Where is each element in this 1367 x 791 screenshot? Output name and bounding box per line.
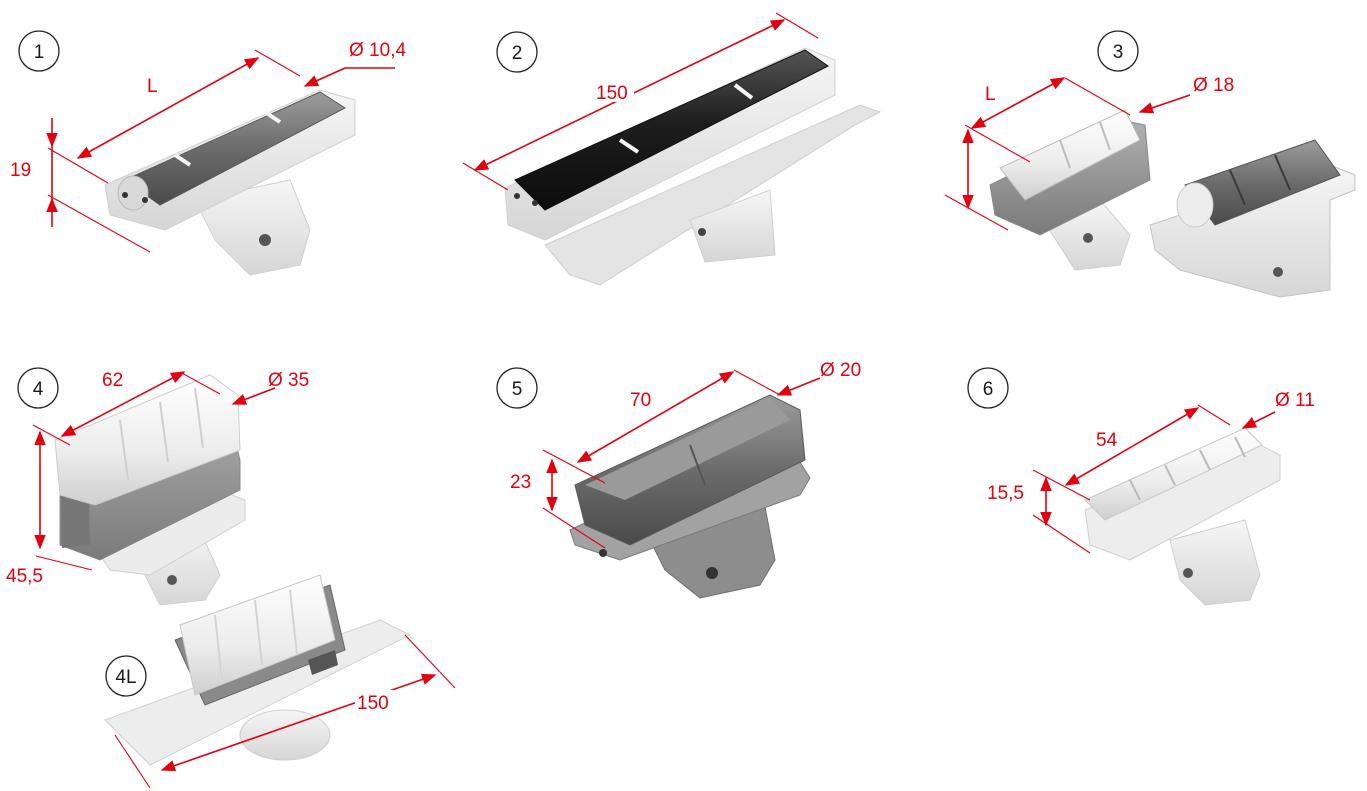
- product-6: 6 54 Ø 11 15,5: [967, 367, 1315, 606]
- product-5-badge: 5: [496, 367, 538, 409]
- product-6-dimensions: 54 Ø 11 15,5: [987, 390, 1315, 554]
- product-5-diameter-label: Ø 20: [820, 360, 861, 381]
- product-4-number: 4: [33, 379, 44, 400]
- product-4-diameter-label: Ø 35: [268, 370, 309, 391]
- product-4-height-label: 45,5: [6, 566, 43, 587]
- product-3-illustration: [989, 109, 1356, 298]
- product-3-dimensions: L Ø 18: [944, 75, 1234, 231]
- product-3: 3 L Ø 18: [944, 30, 1356, 298]
- product-4L-number: 4L: [115, 667, 136, 688]
- product-4-length-label: 62: [102, 370, 123, 391]
- product-3-length-label: L: [985, 84, 996, 105]
- product-2-illustration: [504, 47, 882, 286]
- product-4L-length-label: 150: [357, 693, 389, 714]
- product-4L-badge: 4L: [105, 655, 147, 697]
- product-6-height-label: 15,5: [987, 483, 1024, 504]
- product-4-badge: 4: [17, 367, 59, 409]
- product-1-badge: 1: [18, 30, 60, 72]
- product-5-dimensions: 70 Ø 20 23: [510, 360, 861, 549]
- product-5-illustration: [569, 394, 811, 599]
- product-1-dimensions: L Ø 10,4 19: [10, 40, 406, 253]
- product-6-length-label: 54: [1096, 430, 1118, 451]
- product-3-diameter-label: Ø 18: [1193, 75, 1234, 96]
- product-4L: 4L 150: [104, 574, 456, 789]
- product-5-height-label: 23: [510, 472, 531, 493]
- product-6-badge: 6: [967, 367, 1009, 409]
- product-1: 1 L Ø 10,4 19: [10, 30, 406, 276]
- product-3-number: 3: [1113, 42, 1124, 63]
- product-4-illustration: [54, 374, 246, 606]
- product-3-badge: 3: [1097, 30, 1139, 72]
- product-2-dimensions: 150: [462, 12, 819, 191]
- product-1-diameter-label: Ø 10,4: [349, 40, 406, 61]
- product-6-illustration: [1084, 427, 1281, 606]
- product-5-number: 5: [512, 379, 523, 400]
- product-5-length-label: 70: [630, 390, 651, 411]
- product-4: 4 62 Ø 35 45,5: [6, 367, 309, 606]
- product-2-length-label: 150: [596, 83, 628, 104]
- product-5: 5 70 Ø 20 23: [496, 360, 861, 599]
- product-4L-dimensions: 150: [114, 634, 456, 789]
- product-1-number: 1: [34, 42, 45, 63]
- product-1-height-label: 19: [10, 160, 31, 181]
- product-2-number: 2: [512, 43, 523, 64]
- product-6-diameter-label: Ø 11: [1275, 390, 1315, 411]
- product-4-dimensions: 62 Ø 35 45,5: [6, 370, 309, 587]
- product-1-length-label: L: [147, 76, 158, 97]
- product-2-badge: 2: [496, 31, 538, 73]
- product-2: 2 150: [462, 12, 882, 286]
- product-6-number: 6: [983, 379, 994, 400]
